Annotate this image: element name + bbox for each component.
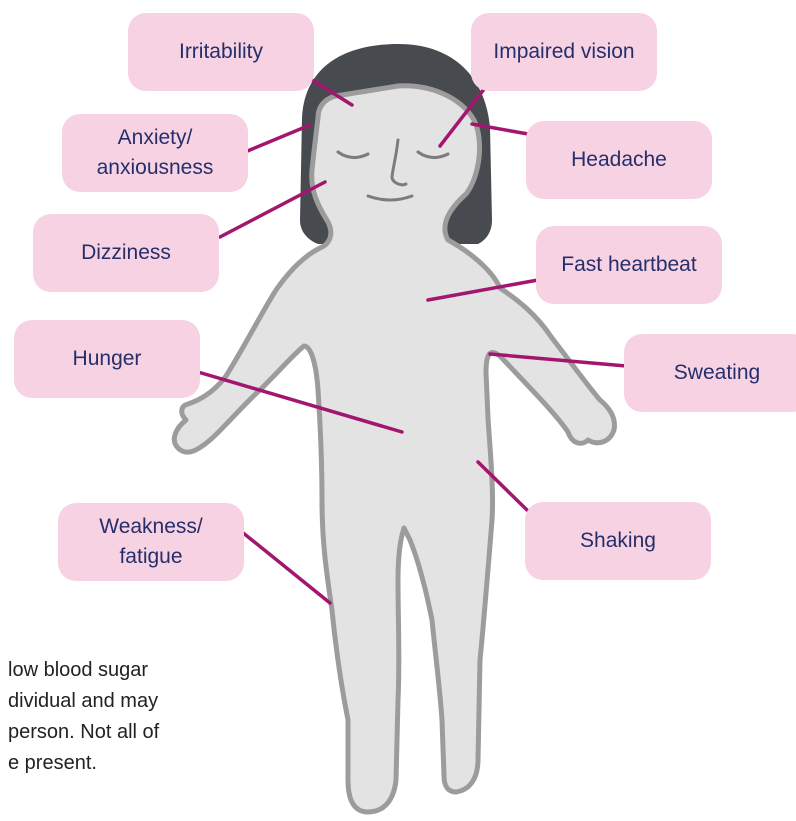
caption-line2: dividual and may — [0, 686, 390, 717]
label-headache-text: Headache — [571, 145, 667, 175]
label-hunger: Hunger — [14, 320, 200, 398]
label-weakness-line1: Weakness/ — [99, 512, 203, 542]
label-dizziness-text: Dizziness — [81, 238, 171, 268]
label-headache: Headache — [526, 121, 712, 199]
label-impaired-vision-text: Impaired vision — [493, 37, 634, 67]
caption-line1: low blood sugar — [0, 655, 390, 686]
caption-text: low blood sugar dividual and may person.… — [0, 655, 390, 779]
label-fast-heartbeat: Fast heartbeat — [536, 226, 722, 304]
label-sweating: Sweating — [624, 334, 796, 412]
label-irritability: Irritability — [128, 13, 314, 91]
label-dizziness: Dizziness — [33, 214, 219, 292]
label-irritability-text: Irritability — [179, 37, 263, 67]
pointer-anxiety — [245, 125, 310, 152]
label-anxiety-line2: anxiousness — [97, 153, 214, 183]
label-fast-heartbeat-text: Fast heartbeat — [561, 250, 696, 280]
label-anxiety: Anxiety/ anxiousness — [62, 114, 248, 192]
label-weakness: Weakness/ fatigue — [58, 503, 244, 581]
label-sweating-text: Sweating — [674, 358, 760, 388]
label-shaking: Shaking — [525, 502, 711, 580]
caption-line4: e present. — [0, 748, 390, 779]
label-impaired-vision: Impaired vision — [471, 13, 657, 91]
pointer-weakness — [242, 532, 330, 603]
label-weakness-line2: fatigue — [119, 542, 182, 572]
label-shaking-text: Shaking — [580, 526, 656, 556]
caption-line3: person. Not all of — [0, 717, 390, 748]
label-anxiety-line1: Anxiety/ — [118, 123, 193, 153]
label-hunger-text: Hunger — [73, 344, 142, 374]
